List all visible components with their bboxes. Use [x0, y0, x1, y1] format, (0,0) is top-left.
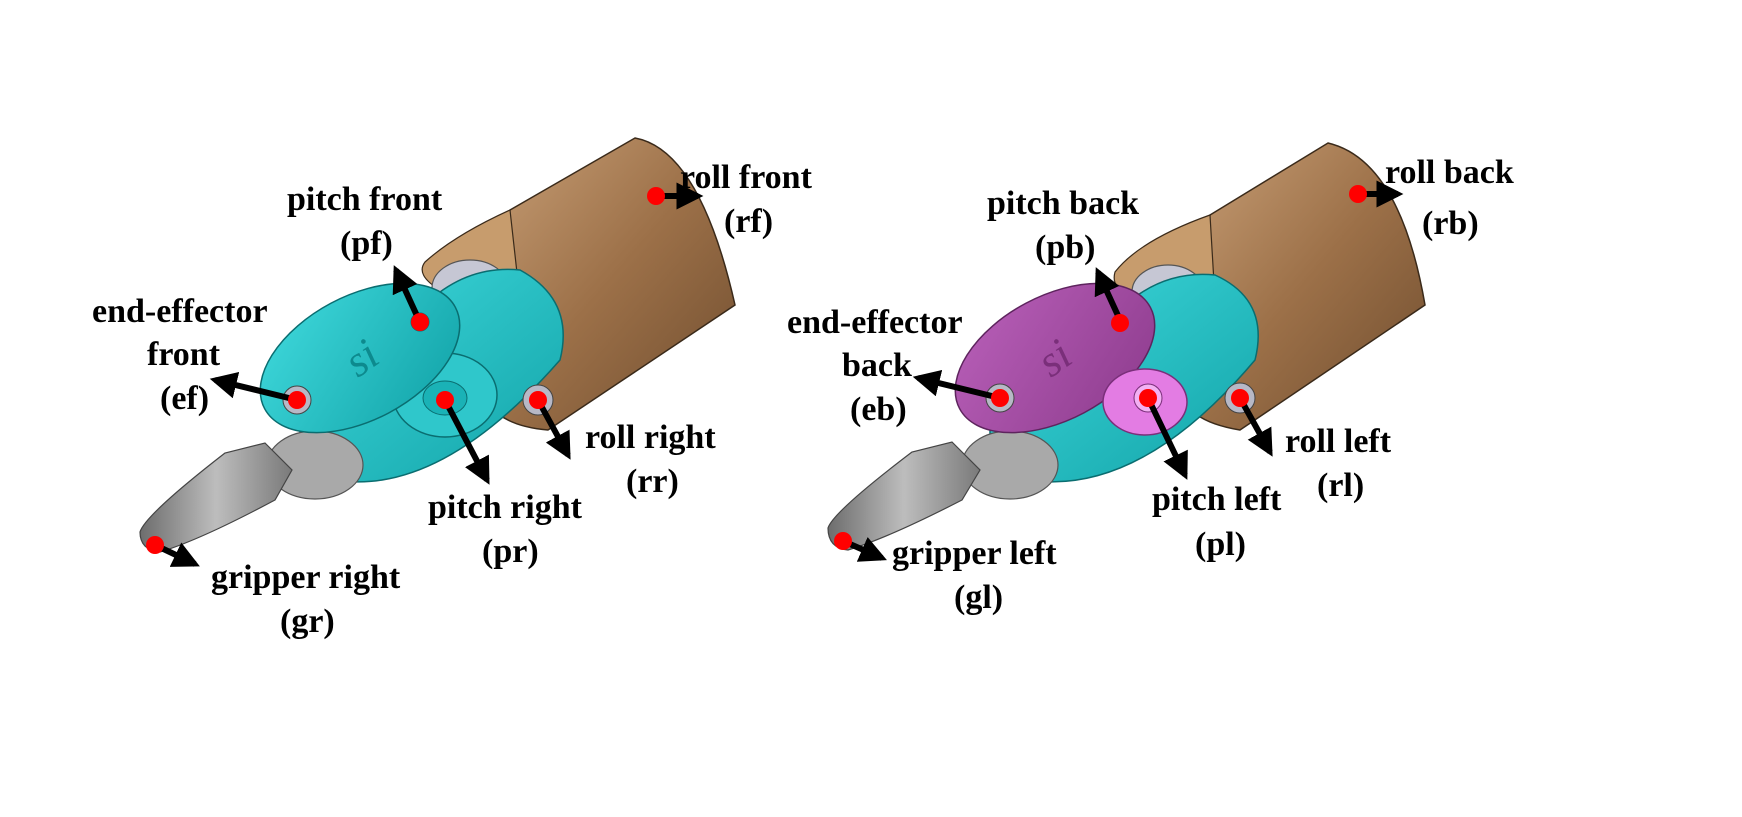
marker-pr: [436, 391, 454, 409]
arrow-pr: [442, 398, 490, 485]
label-pitch-left: pitch left: [1152, 481, 1282, 518]
marker-rf: [647, 187, 665, 205]
label-end-effector-front-1: end-effector: [92, 293, 268, 330]
label-rb: (rb): [1422, 205, 1479, 242]
marker-rl: [1231, 389, 1249, 407]
label-pr: (pr): [482, 533, 539, 570]
right-markers: [834, 185, 1367, 550]
label-rl: (rl): [1317, 467, 1364, 504]
left-markers: [146, 187, 665, 554]
label-eb: (eb): [850, 391, 907, 428]
left-wrist-model: si: [139, 137, 736, 553]
arrow-rr: [535, 398, 571, 460]
label-gl: (gl): [954, 579, 1003, 616]
arrow-eb: [912, 370, 1001, 401]
marker-rb: [1349, 185, 1367, 203]
label-pitch-right: pitch right: [428, 489, 583, 526]
arrow-pl: [1145, 396, 1188, 480]
label-gripper-right: gripper right: [211, 559, 401, 596]
label-roll-back: roll back: [1385, 154, 1514, 191]
label-pitch-front: pitch front: [287, 181, 443, 218]
label-roll-left: roll left: [1285, 423, 1392, 460]
label-gr: (gr): [280, 603, 335, 640]
right-view: si roll back (rb) pitch back: [787, 142, 1514, 616]
label-pb: (pb): [1035, 229, 1095, 266]
arrow-ef: [209, 372, 298, 403]
arrow-rl: [1237, 396, 1273, 457]
label-end-effector-back-2: back: [842, 347, 912, 384]
label-pl: (pl): [1195, 526, 1246, 563]
label-end-effector-front-2: front: [147, 336, 221, 373]
label-rf: (rf): [724, 203, 773, 240]
marker-ef: [288, 391, 306, 409]
arrow-pf: [392, 265, 421, 320]
gripper-jaw: [139, 442, 293, 553]
jaw-pulley-back: [961, 430, 1059, 500]
label-roll-front: roll front: [680, 159, 813, 196]
left-labels: roll front (rf) pitch front (pf) end-eff…: [92, 159, 813, 640]
label-pf: (pf): [340, 225, 393, 262]
marker-pf: [411, 313, 429, 331]
label-pitch-back: pitch back: [987, 185, 1139, 222]
left-view: si roll front (rf) pit: [92, 137, 813, 640]
label-end-effector-back-1: end-effector: [787, 304, 963, 341]
label-roll-right: roll right: [585, 419, 716, 456]
right-labels: roll back (rb) pitch back (pb) end-effec…: [787, 154, 1514, 616]
left-arrows: [153, 182, 704, 567]
marker-pb: [1111, 314, 1129, 332]
marker-pl: [1139, 389, 1157, 407]
marker-rr: [529, 391, 547, 409]
right-wrist-model: si: [827, 142, 1426, 551]
label-ef: (ef): [160, 380, 209, 417]
marker-gr: [146, 536, 164, 554]
label-rr: (rr): [626, 463, 679, 500]
marker-gl: [834, 532, 852, 550]
gripper-jaw-back: [827, 441, 981, 551]
arrow-pb: [1094, 267, 1123, 322]
marker-eb: [991, 389, 1009, 407]
label-gripper-left: gripper left: [892, 535, 1057, 572]
